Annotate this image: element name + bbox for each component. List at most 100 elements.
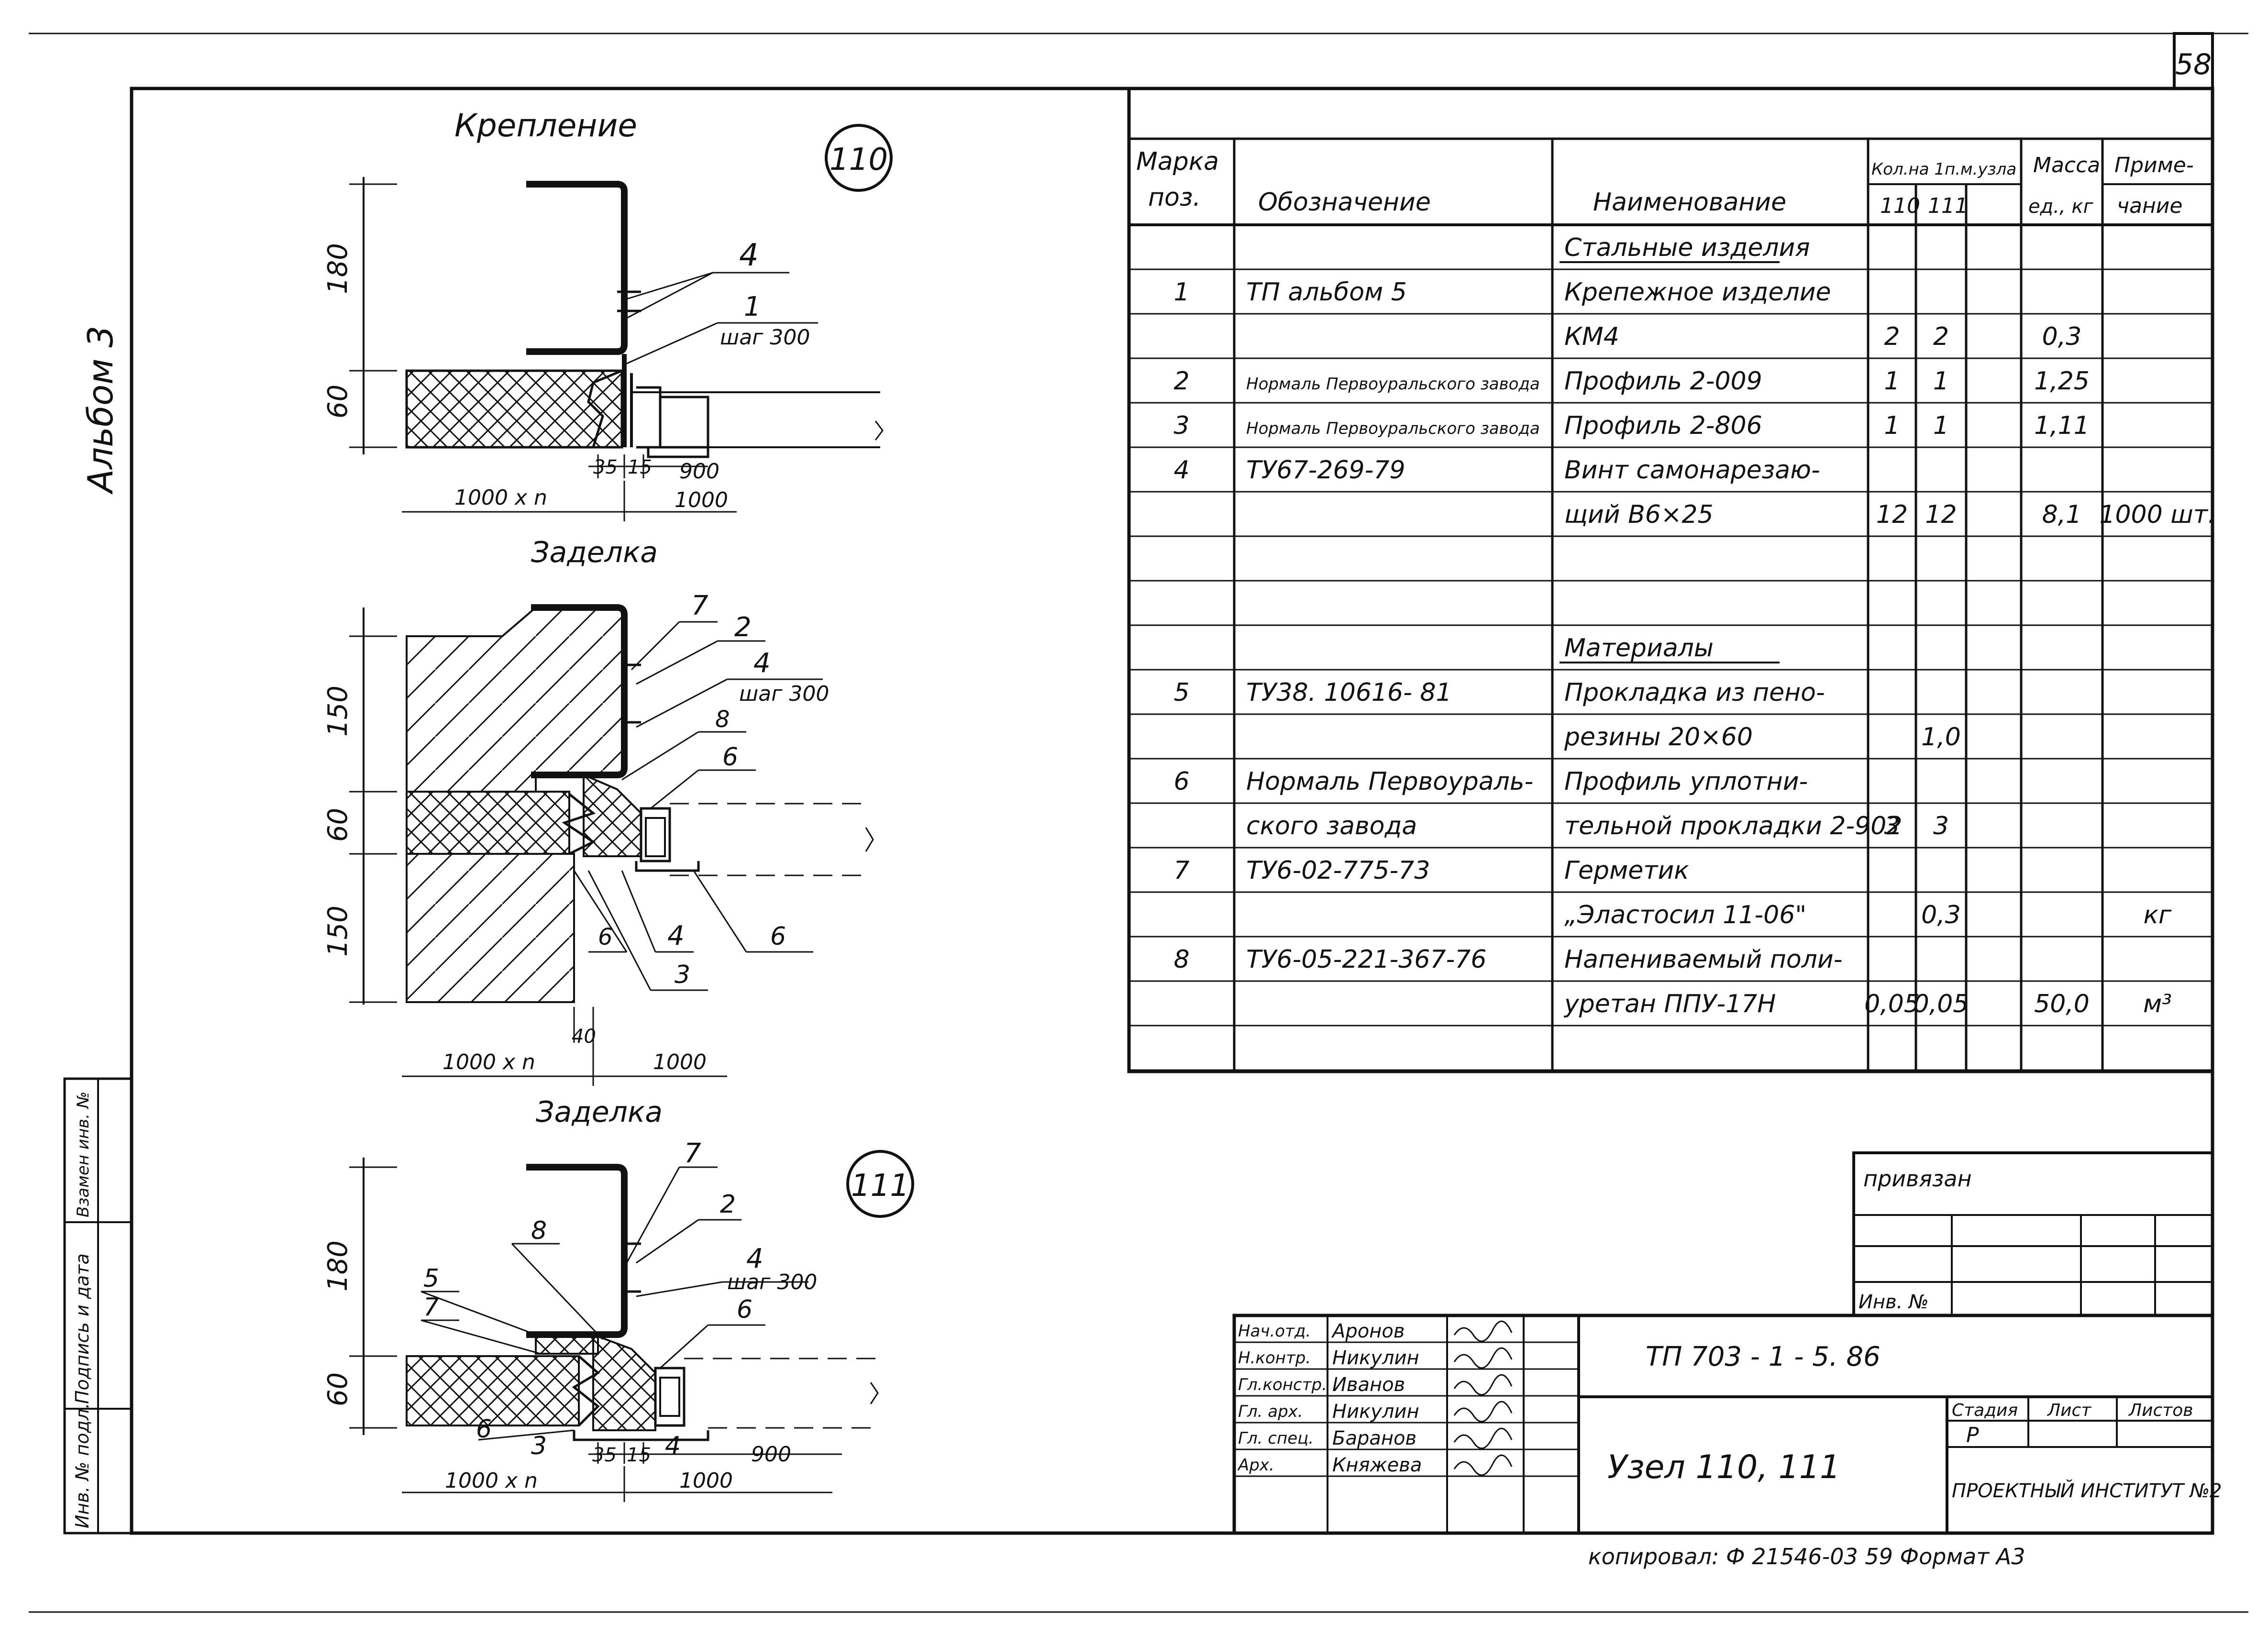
spec-cell-mass: 50,0 — [2034, 990, 2090, 1018]
svg-text:7: 7 — [423, 1293, 439, 1322]
svg-text:60: 60 — [322, 1372, 354, 1406]
spec-cell-k111: 0,3 — [1921, 901, 1961, 929]
svg-text:150: 150 — [322, 685, 354, 737]
svg-text:35: 35 — [592, 1444, 617, 1466]
stadiya-label: Стадия — [1952, 1401, 2018, 1420]
spec-cell-naim: Напениваемый поли- — [1564, 945, 1842, 974]
svg-text:4: 4 — [753, 648, 771, 679]
hdr-oboz: Обозначение — [1258, 188, 1431, 217]
stamp-role: Н.контр. — [1238, 1348, 1311, 1368]
svg-text:1000: 1000 — [675, 488, 728, 512]
stamp-role: Нач.отд. — [1238, 1322, 1311, 1341]
spec-cell-k111: 2 — [1933, 322, 1949, 351]
spec-cell-mass: 1,11 — [2034, 411, 2090, 440]
node-111-title: Заделка — [536, 1095, 663, 1129]
privyazan-label: привязан — [1863, 1166, 1972, 1192]
stadiya-value: Р — [1966, 1423, 1979, 1447]
spec-cell-naim: „Эластосил 11-06" — [1564, 901, 1806, 929]
node-110-marker — [825, 124, 893, 192]
listov-label: Листов — [2128, 1401, 2193, 1420]
spec-cell-mass: 0,3 — [2042, 322, 2082, 351]
spec-cell-oboz: ского завода — [1246, 812, 1417, 840]
svg-text:111: 111 — [851, 1168, 909, 1204]
side-podpis: Подпись и дата — [72, 1253, 93, 1404]
svg-text:60: 60 — [322, 385, 354, 419]
svg-text:40: 40 — [572, 1026, 596, 1048]
drawing-title: Узел 110, 111 — [1607, 1448, 1840, 1486]
svg-text:7: 7 — [684, 1138, 701, 1169]
svg-text:1000 х n: 1000 х n — [445, 1469, 538, 1493]
svg-text:6: 6 — [737, 1295, 752, 1324]
hdr-kol: Кол.на 1п.м.узла — [1871, 160, 2016, 179]
spec-cell-mass: 8,1 — [2042, 500, 2082, 529]
list-label: Лист — [2047, 1401, 2091, 1420]
svg-text:2: 2 — [734, 612, 752, 643]
svg-text:6: 6 — [722, 743, 738, 772]
svg-text:4: 4 — [667, 920, 685, 951]
node-110-title: Крепление — [454, 107, 637, 144]
spec-cell-naim: щий В6×25 — [1564, 500, 1714, 529]
svg-text:чание: чание — [2117, 194, 2182, 218]
spec-cell-naim: резины 20×60 — [1564, 723, 1753, 751]
spec-cell-mark: 3 — [1173, 411, 1189, 440]
spec-cell-naim: Профиль 2-009 — [1564, 367, 1762, 396]
spec-cell-oboz: Нормаль Первоуральского завода — [1246, 375, 1540, 394]
svg-text:8: 8 — [715, 706, 730, 733]
spec-cell-naim: КМ4 — [1564, 322, 1619, 351]
node-111-marker — [846, 1150, 914, 1218]
svg-text:6: 6 — [598, 924, 613, 950]
svg-text:150: 150 — [322, 906, 354, 957]
signature-mark — [1453, 1374, 1513, 1396]
spec-cell-prim: 1000 шт. — [2099, 500, 2215, 529]
hdr-prim: Приме- — [2114, 153, 2194, 177]
spec-cell-mark: 2 — [1173, 367, 1189, 396]
spec-cell-k111: 0,05 — [1914, 990, 1969, 1018]
spec-cell-mark: 1 — [1173, 278, 1189, 307]
spec-cell-naim: Винт самонарезаю- — [1564, 456, 1820, 485]
svg-text:4: 4 — [746, 1243, 763, 1274]
svg-text:3: 3 — [531, 1432, 547, 1460]
svg-text:1000 х n: 1000 х n — [443, 1050, 535, 1074]
hdr-massa: Масса — [2033, 153, 2100, 177]
svg-text:4: 4 — [739, 238, 759, 273]
zadelka-1-title: Заделка — [531, 536, 658, 569]
spec-cell-naim: Прокладка из пено- — [1564, 678, 1825, 707]
signature-mark — [1453, 1401, 1513, 1423]
spec-cell-prim: м³ — [2143, 990, 2172, 1018]
spec-cell-oboz: Нормаль Первоуральского завода — [1246, 419, 1540, 438]
svg-text:1000: 1000 — [679, 1469, 733, 1493]
svg-text:1: 1 — [744, 291, 761, 322]
stamp-role: Гл. спец. — [1238, 1429, 1314, 1448]
svg-text:110: 110 — [830, 142, 888, 177]
hdr-naim: Наименование — [1593, 188, 1786, 217]
spec-cell-naim: уретан ППУ-17Н — [1563, 990, 1776, 1018]
svg-text:6: 6 — [770, 922, 786, 951]
svg-text:110: 110 — [1880, 194, 1920, 218]
signature-mark — [1453, 1320, 1513, 1342]
svg-text:поз.: поз. — [1148, 183, 1201, 212]
specification-table: Марка поз. Обозначение Наименование Кол.… — [1127, 87, 2216, 1073]
spec-cell-mark: 4 — [1173, 456, 1189, 485]
spec-cell-oboz: ТУ67-269-79 — [1246, 456, 1405, 485]
side-vzamen: Взамен инв. № — [74, 1092, 93, 1217]
signature-mark — [1453, 1454, 1513, 1476]
spec-cell-k110: 0,05 — [1864, 990, 1920, 1018]
spec-cell-oboz: Нормаль Первоураль- — [1246, 767, 1533, 796]
stamp-role: Гл.констр. — [1238, 1375, 1327, 1394]
spec-cell-k111: 1 — [1933, 411, 1949, 440]
spec-cell-mark: 5 — [1173, 678, 1189, 707]
stamp-role: Арх. — [1237, 1456, 1274, 1475]
spec-cell-naim: Стальные изделия — [1564, 233, 1810, 262]
svg-text:8: 8 — [531, 1216, 547, 1245]
stamp-name: Княжева — [1332, 1454, 1422, 1476]
sheet-number: 58 — [2175, 48, 2212, 81]
inv-label: Инв. № — [1859, 1291, 1929, 1313]
album-label: Альбом 3 — [80, 326, 121, 495]
svg-text:180: 180 — [322, 1240, 354, 1292]
svg-text:180: 180 — [322, 243, 354, 294]
spec-cell-prim: кг — [2144, 901, 2172, 929]
stamp-role: Гл. арх. — [1238, 1402, 1303, 1421]
svg-text:шаг 300: шаг 300 — [720, 325, 810, 350]
svg-text:шаг 300: шаг 300 — [739, 682, 829, 706]
spec-cell-k110: 3 — [1884, 812, 1900, 840]
